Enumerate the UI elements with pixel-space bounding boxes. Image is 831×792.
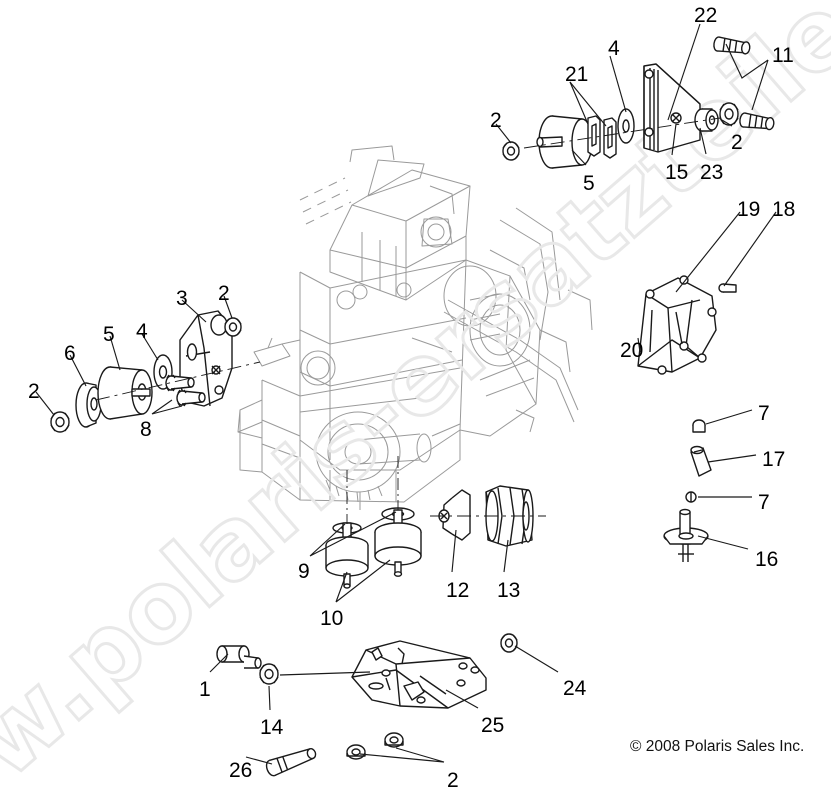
part-20-bracket — [637, 275, 717, 375]
callout-12: 12 — [446, 579, 470, 602]
part-10-mounts — [325, 509, 422, 589]
callout-10: 10 — [320, 607, 344, 630]
part-2-top-right — [719, 102, 739, 126]
callout-21: 21 — [565, 63, 589, 86]
part-12-clamp — [438, 489, 471, 541]
callout-8: 8 — [140, 418, 152, 441]
part-4-top-washer — [617, 108, 635, 144]
part-17-spacer — [690, 445, 712, 477]
part-11-bolts — [713, 36, 775, 131]
callout-1: 1 — [199, 678, 211, 701]
callout-19: 19 — [737, 198, 761, 221]
callout-11: 11 — [772, 44, 794, 67]
part-1-stud — [216, 645, 262, 669]
copyright-notice: © 2008 Polaris Sales Inc. — [630, 738, 805, 755]
part-2-left-lower — [50, 411, 70, 433]
part-18-bolt — [718, 283, 737, 293]
callout-7: 7 — [758, 402, 770, 425]
part-2-top-left — [502, 141, 520, 161]
callout-24: 24 — [563, 677, 587, 700]
callout-15: 15 — [665, 161, 689, 184]
callout-25: 25 — [481, 714, 505, 737]
part-14-nut — [259, 663, 279, 685]
callout-3: 3 — [176, 287, 188, 310]
callout-18: 18 — [772, 198, 796, 221]
callout-23: 23 — [700, 161, 724, 184]
part-16-mount — [663, 508, 709, 562]
callout-20: 20 — [620, 339, 644, 362]
part-7-upper — [692, 419, 706, 433]
callout-4: 4 — [136, 320, 148, 343]
callout-2: 2 — [447, 769, 459, 792]
callout-2: 2 — [490, 109, 502, 132]
part-25-bracket — [351, 640, 487, 709]
callout-13: 13 — [497, 579, 521, 602]
callout-6: 6 — [64, 342, 76, 365]
part-21-clips — [587, 115, 617, 159]
part-7-lower — [685, 491, 697, 503]
part-23-collar — [694, 108, 719, 132]
callout-4: 4 — [608, 37, 620, 60]
callout-26: 26 — [229, 759, 253, 782]
callout-5: 5 — [583, 172, 595, 195]
callout-2: 2 — [218, 282, 230, 305]
part-8-bolts — [165, 374, 206, 407]
callout-16: 16 — [755, 548, 779, 571]
callout-5: 5 — [103, 323, 115, 346]
callout-22: 22 — [694, 4, 718, 27]
callout-14: 14 — [260, 716, 284, 739]
part-6-cup — [75, 382, 102, 428]
part-26-bolt — [265, 748, 317, 777]
part-2-left-upper — [224, 317, 242, 337]
part-24-nut — [500, 633, 518, 653]
callout-2: 2 — [731, 131, 743, 154]
callout-7: 7 — [758, 491, 770, 514]
callout-17: 17 — [762, 448, 786, 471]
part-5-left — [97, 366, 153, 420]
callout-2: 2 — [28, 380, 40, 403]
callout-9: 9 — [298, 560, 310, 583]
